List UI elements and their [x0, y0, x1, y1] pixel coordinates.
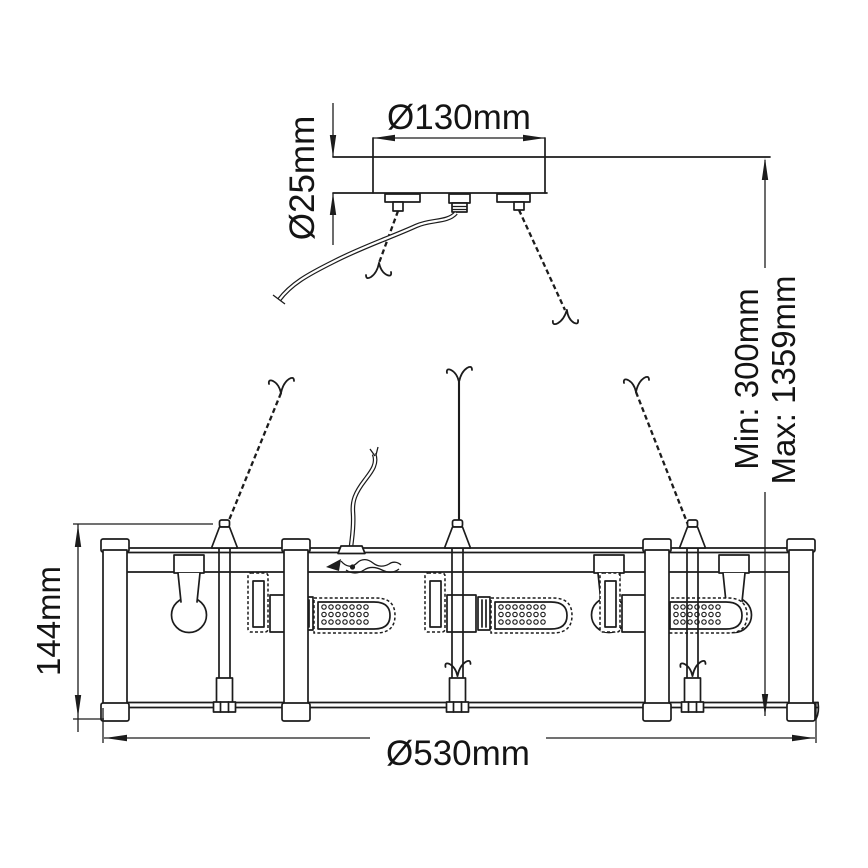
- fixture-height-label: 144mm: [30, 566, 67, 676]
- post-inner-right: [642, 538, 672, 722]
- cord-slack-wave: [326, 558, 402, 574]
- cord-grommet: [337, 545, 366, 555]
- dimension-fixture-diameter: Ø530mm: [102, 703, 817, 773]
- suspension-max-label: Max: 1359mm: [765, 275, 802, 484]
- fixture-drawing: [100, 365, 820, 722]
- cable-right-upper: [517, 209, 567, 311]
- canopy-cable-glands: [384, 193, 531, 213]
- support-rod-left: [210, 519, 239, 713]
- fixture-diameter-label: Ø530mm: [386, 734, 530, 773]
- post-outer-left: [100, 538, 130, 722]
- dimension-canopy-height: Ø25mm: [283, 103, 337, 245]
- dimension-fixture-height: 144mm: [30, 523, 213, 732]
- dimension-canopy-diameter: Ø130mm: [373, 98, 545, 142]
- canopy-diameter-label: Ø130mm: [387, 98, 531, 137]
- post-outer-right: [786, 538, 816, 722]
- cable-break-hook-icon: [551, 308, 580, 328]
- suspension-min-label: Min: 300mm: [728, 288, 765, 470]
- bulb-left: [170, 554, 208, 634]
- tube-lamp-left: [247, 572, 396, 634]
- post-inner-left: [281, 538, 311, 722]
- dimensions: Ø130mm Ø25mm Min: 300mm Max: 1359mm 1: [30, 98, 817, 773]
- canopy-height-label: Ø25mm: [283, 116, 322, 240]
- canopy-drawing: [332, 137, 771, 213]
- lower-suspension-cables: [223, 365, 692, 555]
- dimension-suspension-minmax: Min: 300mm Max: 1359mm: [728, 158, 802, 716]
- tube-lamp-centre: [424, 572, 573, 634]
- power-cord-upper: [272, 211, 458, 305]
- cable-break-hook-icon: [365, 262, 393, 280]
- upper-suspension-cables: [272, 209, 580, 328]
